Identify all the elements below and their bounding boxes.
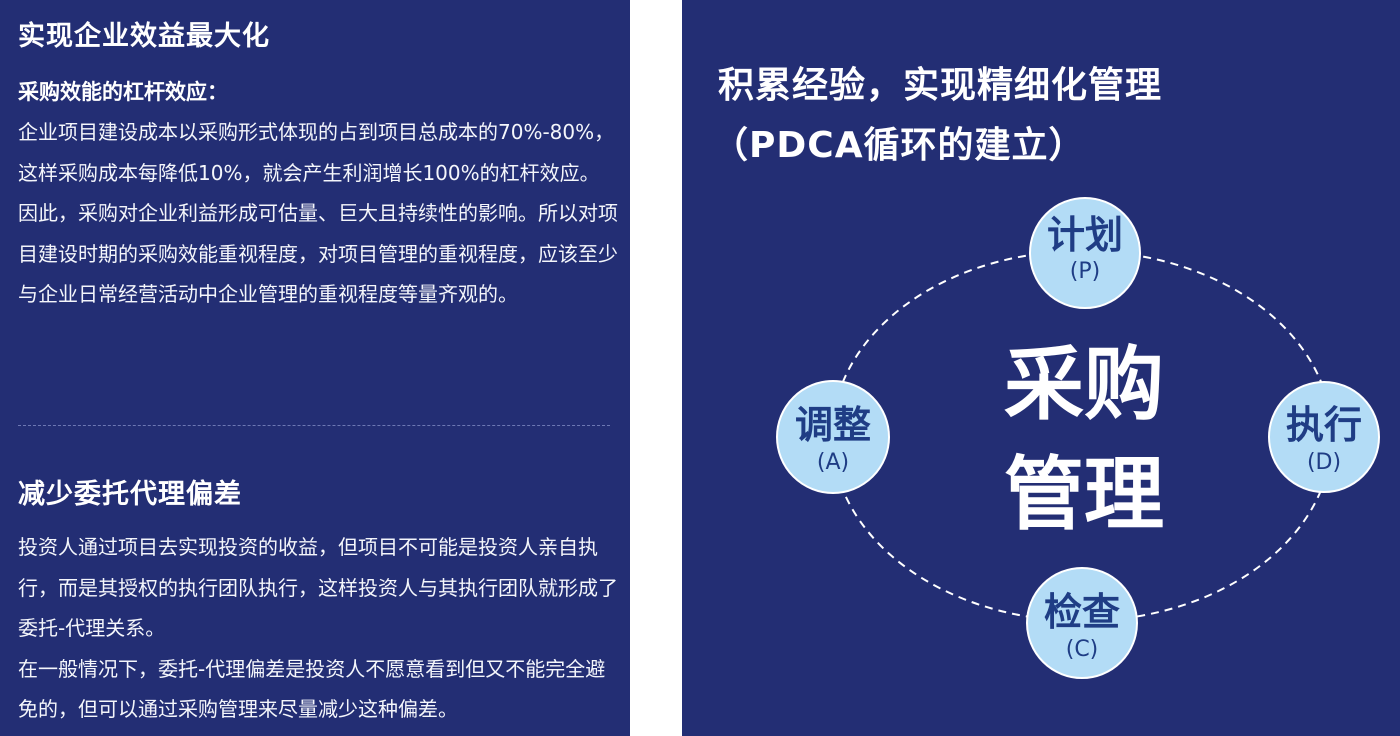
node-plan-code: (P) <box>1070 259 1100 284</box>
paragraph: 企业项目建设成本以采购形式体现的占到项目总成本的70%-80%，这样采购成本每降… <box>18 120 615 185</box>
node-check-code: (C) <box>1066 637 1099 662</box>
paragraph: 投资人通过项目去实现投资的收益，但项目不可能是投资人亲自执行，而是其授权的执行团… <box>18 535 618 641</box>
paragraph: 在一般情况下，委托-代理偏差是投资人不愿意看到但又不能完全避免的，但可以通过采购… <box>18 656 606 722</box>
center-label-line1: 采购 <box>1004 338 1164 431</box>
right-panel: 积累经验，实现精细化管理 （PDCA循环的建立） 采购 管理 计划 (P) 执行… <box>682 0 1400 736</box>
node-act-label: 调整 <box>795 403 871 447</box>
node-plan: 计划 (P) <box>1029 197 1141 309</box>
section-subtitle-leverage: 采购效能的杠杆效应： <box>18 80 228 104</box>
node-do-code: (D) <box>1307 450 1341 475</box>
node-do: 执行 (D) <box>1268 381 1380 493</box>
node-check: 检查 (C) <box>1026 567 1138 679</box>
section-title-efficiency: 实现企业效益最大化 <box>18 21 270 52</box>
node-act-code: (A) <box>817 450 849 475</box>
center-label-line2: 管理 <box>1004 448 1164 541</box>
node-act-circle <box>776 380 890 494</box>
section-body-efficiency: 企业项目建设成本以采购形式体现的占到项目总成本的70%-80%，这样采购成本每降… <box>18 112 618 315</box>
paragraph: 因此，采购对企业利益形成可估量、巨大且持续性的影响。所以对项目建设时期的采购效能… <box>18 201 618 307</box>
node-plan-label: 计划 <box>1047 213 1123 257</box>
section-divider <box>18 425 610 426</box>
node-plan-circle <box>1029 197 1141 309</box>
node-check-circle <box>1026 567 1138 679</box>
node-do-circle <box>1268 381 1380 493</box>
left-panel: 实现企业效益最大化 采购效能的杠杆效应： 企业项目建设成本以采购形式体现的占到项… <box>0 0 630 736</box>
pdca-cycle-diagram: 采购 管理 计划 (P) 执行 (D) 检查 (C) 调整 (A) <box>776 197 1380 679</box>
node-act: 调整 (A) <box>776 380 890 494</box>
pdca-title: 积累经验，实现精细化管理 <box>718 65 1163 106</box>
section-title-agency: 减少委托代理偏差 <box>18 479 242 510</box>
node-do-label: 执行 <box>1286 403 1362 447</box>
section-body-agency: 投资人通过项目去实现投资的收益，但项目不可能是投资人亲自执行，而是其授权的执行团… <box>18 527 618 730</box>
pdca-subtitle: （PDCA循环的建立） <box>712 125 1086 166</box>
node-check-label: 检查 <box>1044 590 1120 634</box>
